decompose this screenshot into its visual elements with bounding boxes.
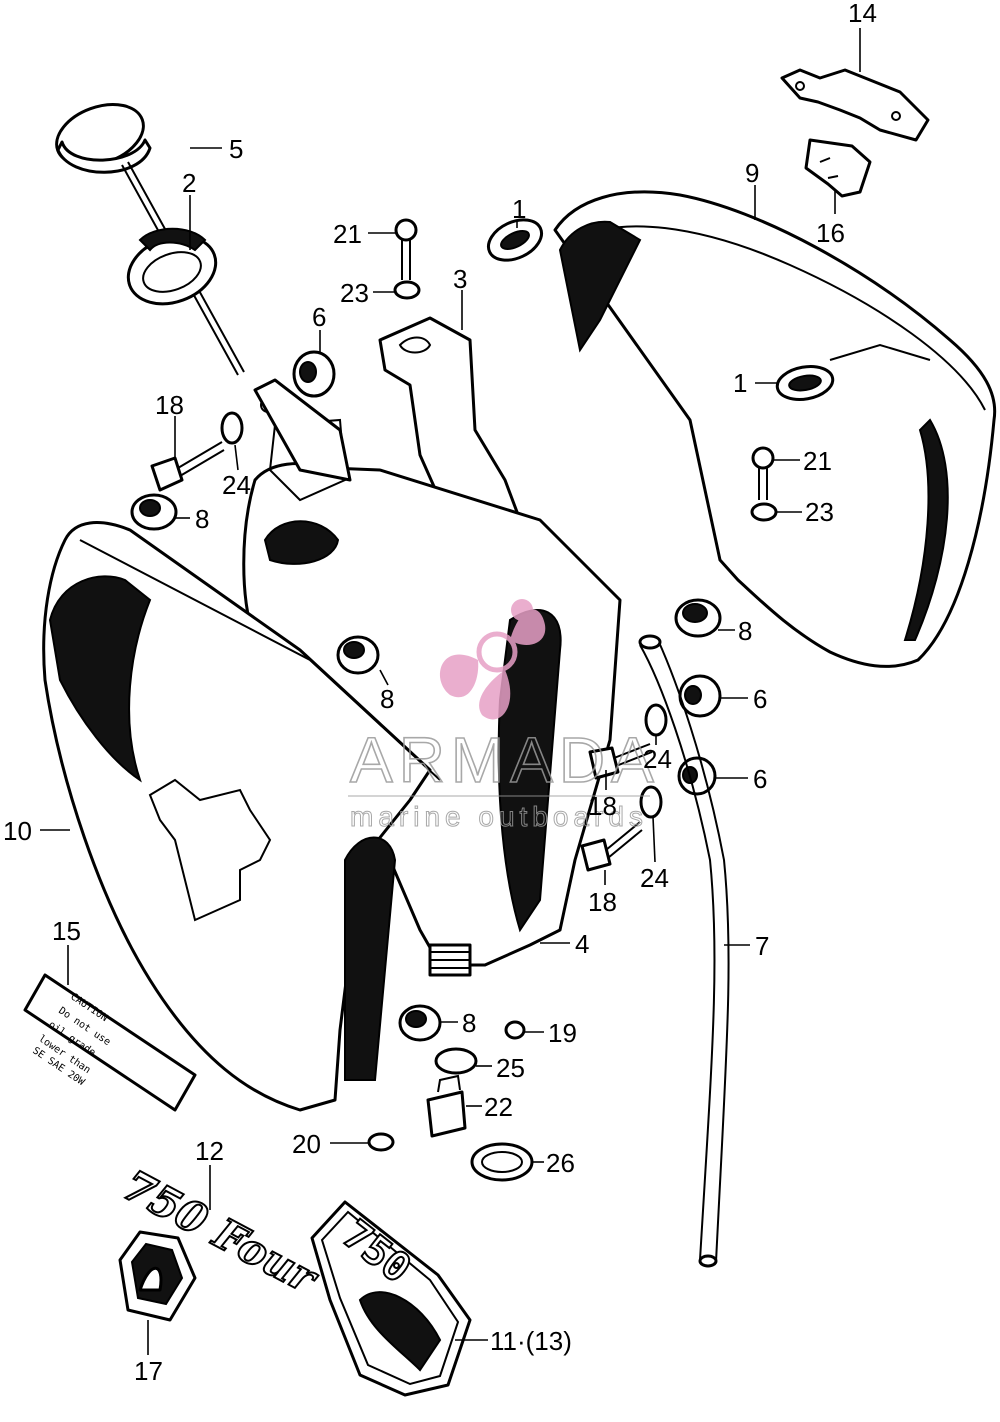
callout-24-mid: 24 <box>643 744 672 774</box>
callout-20: 20 <box>292 1129 321 1159</box>
callout-6-mid: 6 <box>753 684 767 714</box>
badge-11: 750 <box>310 1200 472 1397</box>
washer-26 <box>470 1142 534 1182</box>
callout-8-c: 8 <box>738 616 752 646</box>
callout-22: 22 <box>484 1092 513 1122</box>
bolt-18-low <box>580 821 643 872</box>
callout-24-low: 24 <box>640 863 669 893</box>
callout-6-top: 6 <box>312 302 326 332</box>
bolt-21-top <box>393 218 421 300</box>
callout-18-mid: 18 <box>588 791 617 821</box>
callout-2: 2 <box>182 168 196 198</box>
bolt-18-top <box>150 441 225 492</box>
callout-1-top: 1 <box>512 194 526 224</box>
watermark-logo-icon <box>439 599 546 720</box>
callout-23-top: 23 <box>340 278 369 308</box>
oil-tank-4 <box>242 378 622 977</box>
hose-7 <box>638 634 730 1268</box>
callout-14: 14 <box>848 0 877 28</box>
callout-6-low: 6 <box>753 764 767 794</box>
callout-4: 4 <box>575 929 589 959</box>
callout-16: 16 <box>816 218 845 248</box>
callout-23-right: 23 <box>805 497 834 527</box>
callout-18-top: 18 <box>155 390 184 420</box>
callout-17: 17 <box>134 1356 163 1386</box>
callout-12: 12 <box>195 1136 224 1166</box>
callout-8-b: 8 <box>380 684 394 714</box>
watermark-title: ARMADA <box>350 724 660 796</box>
side-cover-right-9 <box>553 190 997 668</box>
plate-16 <box>804 138 872 198</box>
callout-21-top: 21 <box>333 219 362 249</box>
grommet-1-top <box>487 218 543 262</box>
dipstick-5 <box>55 103 245 376</box>
bolt-18-mid <box>588 743 653 780</box>
leader-lines <box>40 28 861 1355</box>
grommet-8-b <box>336 635 380 675</box>
bracket-plate-14 <box>780 68 930 142</box>
callout-3: 3 <box>453 264 467 294</box>
watermark-subtitle: marine outboards <box>350 801 648 832</box>
grommet-8-a <box>130 493 178 531</box>
callout-1-cover: 1 <box>733 368 747 398</box>
callout-15: 15 <box>52 916 81 946</box>
grommet-1-cover <box>775 365 835 401</box>
side-cover-left-10 <box>42 521 441 1112</box>
callout-8-d: 8 <box>462 1008 476 1038</box>
callout-24-top: 24 <box>222 470 251 500</box>
watermark: ARMADA marine outboards <box>348 599 660 833</box>
washer-25 <box>434 1047 478 1075</box>
callout-21-right: 21 <box>803 446 832 476</box>
callout-26: 26 <box>546 1148 575 1178</box>
grommet-8-c <box>674 598 722 638</box>
bolt-21-right <box>750 446 778 522</box>
callout-numbers: 14 5 2 9 1 21 23 3 16 6 1 18 24 8 21 23 … <box>3 0 877 1386</box>
ring-2 <box>126 227 218 306</box>
washer-24-top <box>220 411 244 445</box>
callout-7: 7 <box>755 931 769 961</box>
badge-17 <box>118 1230 197 1322</box>
callout-11: 11·(13) <box>490 1326 572 1356</box>
callout-10: 10 <box>3 816 32 846</box>
callout-19: 19 <box>548 1018 577 1048</box>
callout-9: 9 <box>745 158 759 188</box>
callout-5: 5 <box>229 134 243 164</box>
washer-19 <box>504 1020 526 1040</box>
callout-8-a: 8 <box>195 504 209 534</box>
washer-20 <box>367 1132 395 1152</box>
grommet-6-mid <box>678 674 722 718</box>
washer-24-low <box>639 785 663 819</box>
callout-18-low: 18 <box>588 887 617 917</box>
grommet-6-top <box>292 350 336 398</box>
callout-25: 25 <box>496 1053 525 1083</box>
grommet-6-low <box>677 756 717 796</box>
grommet-8-d <box>398 1004 442 1042</box>
drain-plug-22 <box>426 1074 467 1138</box>
